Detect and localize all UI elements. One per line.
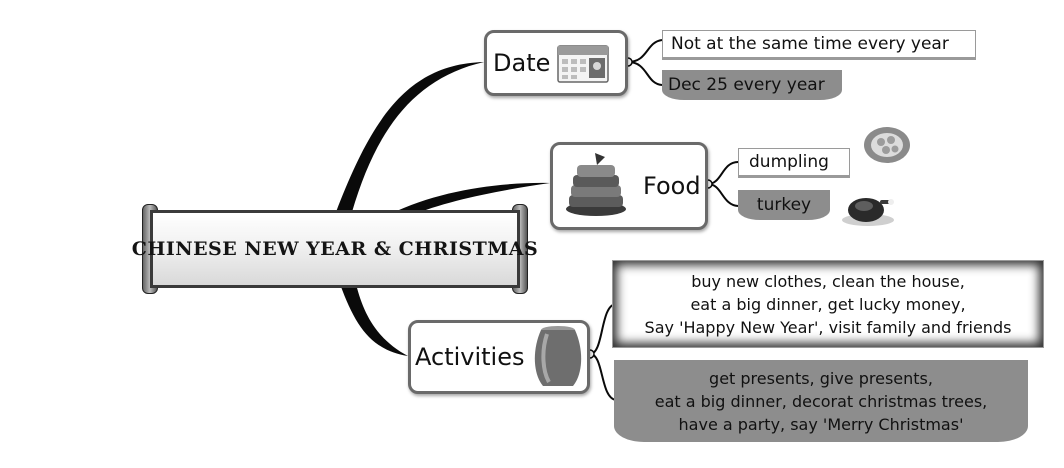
topic-activities-label: Activities [415,343,525,371]
activities-christmas-line-1: get presents, give presents, [709,368,933,388]
activities-christmas-line-2: eat a big dinner, decorat christmas tree… [654,391,988,411]
dumpling-plate-icon [864,127,910,163]
date-leaf-chinese[interactable]: Not at the same time every year [662,30,976,60]
topic-food-label: Food [643,172,701,200]
food-stack-icon [566,153,626,216]
activities-chinese-line-3: Say 'Happy New Year', visit family and f… [644,317,1012,337]
activities-christmas-line-3: have a party, say 'Merry Christmas' [678,414,964,434]
central-topic[interactable]: CHINESE NEW YEAR & CHRISTMAS [132,210,538,288]
calendar-icon [557,45,610,83]
food-leaf-turkey-text: turkey [756,195,812,215]
activities-chinese-line-2: eat a big dinner, get lucky money, [690,294,966,314]
central-title: CHINESE NEW YEAR & CHRISTMAS [131,238,539,260]
topic-activities[interactable]: Activities [408,320,590,394]
food-leaf-turkey[interactable]: turkey [738,190,830,220]
activities-leaf-christmas[interactable]: get presents, give presents, eat a big d… [614,360,1028,442]
vase-icon [534,326,581,386]
activities-chinese-line-1: buy new clothes, clean the house, [691,271,965,291]
roast-turkey-icon [842,198,894,226]
topic-date[interactable]: Date [484,30,628,96]
date-leaf-chinese-text: Not at the same time every year [671,34,949,54]
food-leaf-dumpling-text: dumpling [749,152,829,172]
topic-date-label: Date [493,49,551,77]
topic-food[interactable]: Food [550,142,708,230]
activities-leaf-chinese[interactable]: buy new clothes, clean the house, eat a … [612,260,1044,348]
date-leaf-christmas[interactable]: Dec 25 every year [662,70,842,100]
food-leaf-dumpling[interactable]: dumpling [738,148,850,178]
date-leaf-christmas-text: Dec 25 every year [668,75,825,95]
